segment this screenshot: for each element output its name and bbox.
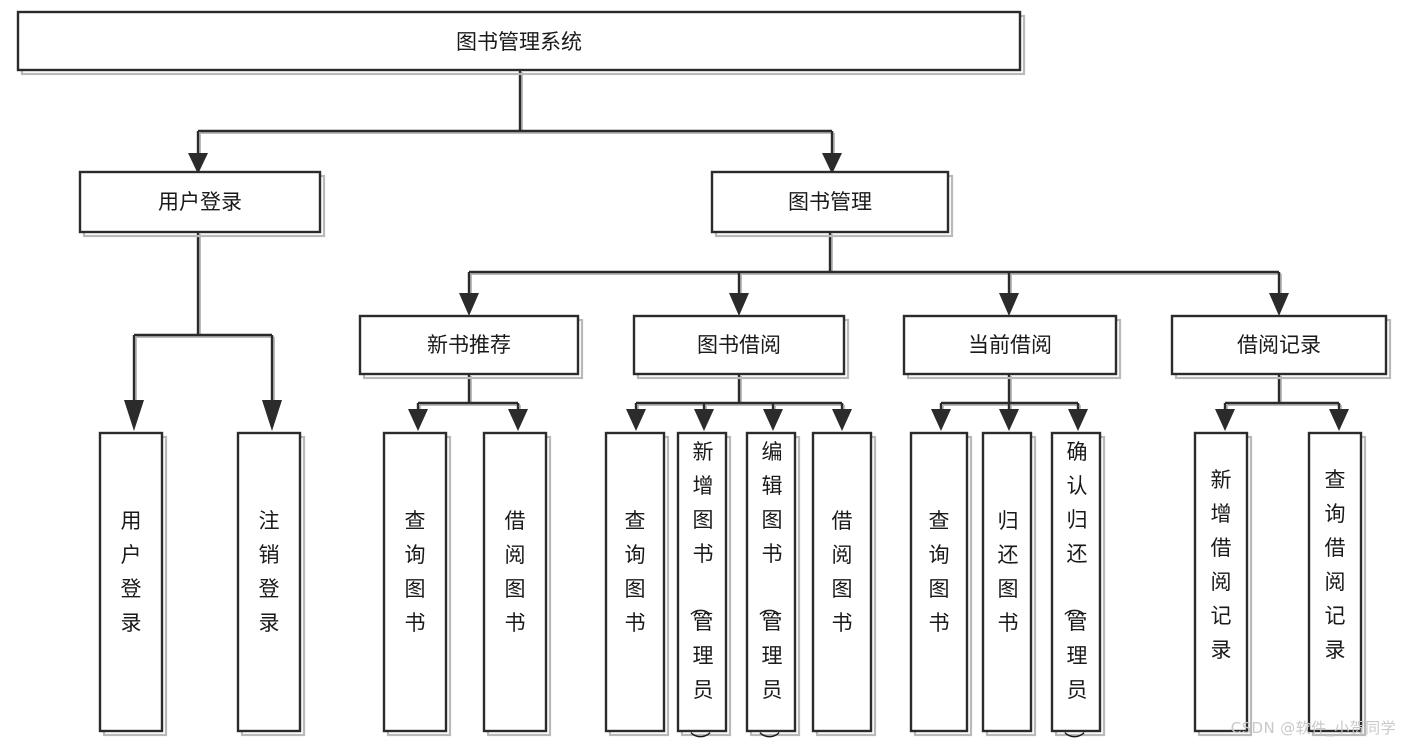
node-book-manage-label: 图书管理: [788, 190, 872, 214]
connectors-layer: [124, 70, 1349, 431]
node-leaf-add-book-label: 新增图书（管理员）: [688, 440, 714, 747]
node-leaf-return-book[interactable]: 归还图书: [981, 431, 1037, 737]
connector-bookmanage-to-level3: [459, 232, 1289, 316]
connector-root-to-level2: [188, 70, 842, 174]
node-leaf-edit-book-label: 编辑图书（管理员）: [757, 440, 783, 747]
node-leaf-add-book[interactable]: 新增图书（管理员）: [676, 431, 732, 747]
arrow-head-book-borrow: [729, 293, 749, 316]
arrow-head-leaf-borrow-book-1: [508, 409, 528, 431]
connector-currentborrow-to-leaves: [931, 374, 1088, 431]
connector-borrowrecord-to-leaves: [1215, 374, 1349, 431]
arrow-head-leaf-query-book-3: [931, 409, 951, 431]
arrow-head-leaf-confirm-return: [1068, 409, 1088, 431]
node-leaf-borrow-book-2[interactable]: 借阅图书: [811, 431, 877, 737]
node-leaf-query-book-1-label: 查询图书: [405, 509, 426, 635]
arrow-head-leaf-borrow-book-2: [832, 409, 852, 431]
node-leaf-query-book-2-label: 查询图书: [625, 509, 646, 635]
node-leaf-borrow-book-1[interactable]: 借阅图书: [482, 431, 552, 737]
node-user-login-label: 用户登录: [158, 190, 242, 214]
node-leaf-add-record-label: 新增借阅记录: [1211, 468, 1232, 662]
node-leaf-confirm-return[interactable]: 确认归还（管理员）: [1050, 431, 1106, 747]
node-leaf-user-logout[interactable]: 注销登录: [236, 431, 306, 737]
connector-newbookrec-to-leaves: [408, 374, 528, 431]
node-leaf-query-book-2[interactable]: 查询图书: [604, 431, 670, 737]
arrow-head-leaf-user-logout: [262, 400, 282, 431]
arrow-head-book-manage: [822, 153, 842, 174]
arrow-head-leaf-add-record: [1215, 409, 1235, 431]
node-new-book-rec-label: 新书推荐: [427, 333, 511, 357]
node-leaf-user-login-label: 用户登录: [121, 509, 142, 635]
node-leaf-confirm-return-label: 确认归还（管理员）: [1062, 440, 1088, 747]
arrow-head-leaf-user-login: [124, 400, 144, 431]
node-leaf-query-book-3-label: 查询图书: [929, 509, 950, 635]
arrow-head-leaf-query-record: [1329, 409, 1349, 431]
arrow-head-leaf-query-book-1: [408, 409, 428, 431]
node-leaf-query-record[interactable]: 查询借阅记录: [1307, 431, 1367, 737]
node-leaf-return-book-label: 归还图书: [998, 509, 1019, 635]
node-book-borrow[interactable]: 图书借阅: [632, 314, 850, 380]
arrow-head-borrow-record: [1269, 293, 1289, 316]
node-leaf-query-record-label: 查询借阅记录: [1325, 468, 1346, 662]
node-book-borrow-label: 图书借阅: [697, 333, 781, 357]
node-current-borrow[interactable]: 当前借阅: [902, 314, 1122, 380]
arrow-head-leaf-return-book: [999, 409, 1019, 431]
node-leaf-query-book-3[interactable]: 查询图书: [909, 431, 973, 737]
connector-userlogin-to-leaves: [124, 232, 282, 431]
node-borrow-record-label: 借阅记录: [1237, 333, 1321, 357]
node-leaf-borrow-book-2-label: 借阅图书: [832, 509, 853, 635]
node-user-login[interactable]: 用户登录: [78, 170, 326, 238]
node-root-label: 图书管理系统: [456, 30, 582, 54]
node-leaf-edit-book[interactable]: 编辑图书（管理员）: [745, 431, 801, 747]
watermark-text: CSDN @软件_小贺同学: [1231, 719, 1396, 738]
node-leaf-user-login[interactable]: 用户登录: [98, 431, 168, 737]
arrow-head-current-borrow: [999, 293, 1019, 316]
connector-bookborrow-to-leaves: [626, 374, 852, 431]
node-book-manage[interactable]: 图书管理: [710, 170, 954, 238]
arrow-head-new-book-rec: [459, 293, 479, 316]
node-borrow-record[interactable]: 借阅记录: [1170, 314, 1392, 380]
node-root[interactable]: 图书管理系统: [16, 10, 1026, 76]
arrow-head-leaf-edit-book: [763, 409, 783, 431]
node-leaf-borrow-book-1-label: 借阅图书: [505, 509, 526, 635]
arrow-head-user-login: [188, 153, 208, 174]
node-new-book-rec[interactable]: 新书推荐: [358, 314, 584, 380]
node-leaf-add-record[interactable]: 新增借阅记录: [1193, 431, 1253, 737]
node-leaf-query-book-1[interactable]: 查询图书: [382, 431, 452, 737]
node-leaf-user-logout-label: 注销登录: [259, 509, 280, 635]
node-current-borrow-label: 当前借阅: [968, 333, 1052, 357]
arrow-head-leaf-add-book: [694, 409, 714, 431]
arrow-head-leaf-query-book-2: [626, 409, 646, 431]
